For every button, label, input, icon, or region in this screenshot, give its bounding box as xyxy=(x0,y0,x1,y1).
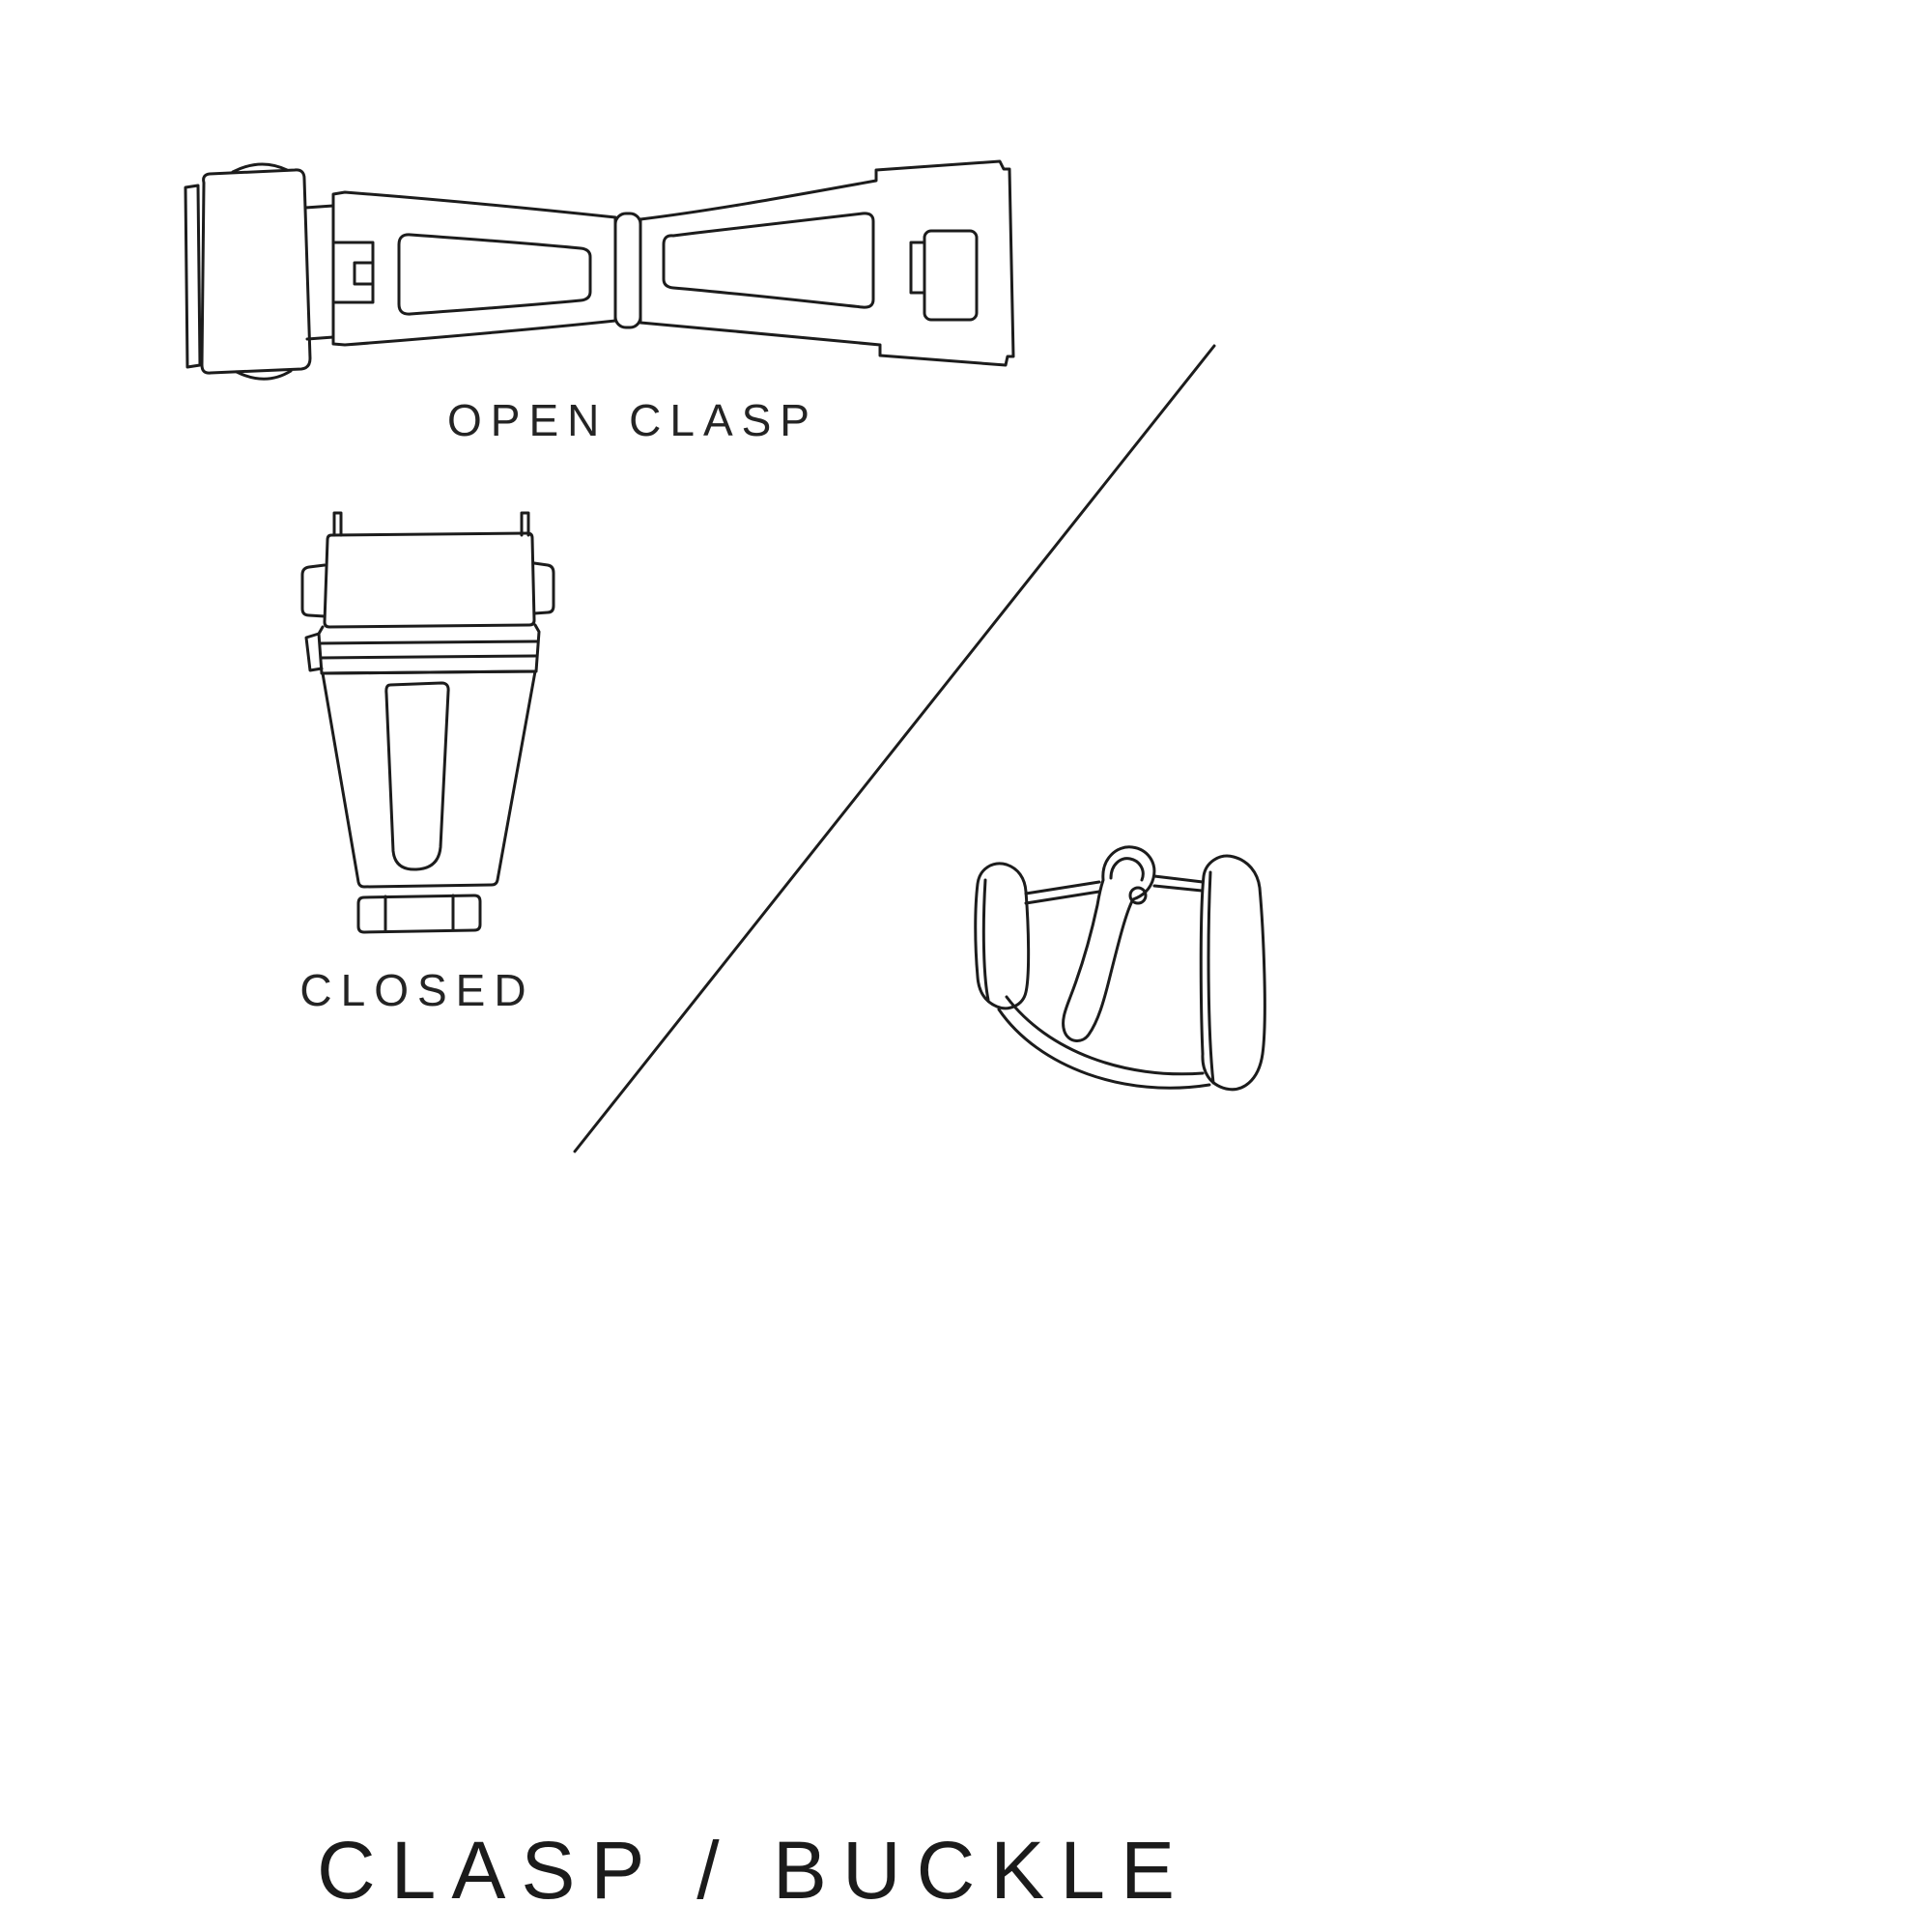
open-clasp-label: OPEN CLASP xyxy=(447,395,818,445)
closed-clasp-label: CLOSED xyxy=(299,965,535,1015)
open-clasp-illustration xyxy=(184,159,1015,381)
diagram-title: CLASP / BUCKLE xyxy=(316,1825,1191,1916)
closed-clasp-illustration xyxy=(300,511,555,934)
divider-line xyxy=(573,344,1216,1153)
tang-buckle-illustration xyxy=(974,845,1266,1092)
